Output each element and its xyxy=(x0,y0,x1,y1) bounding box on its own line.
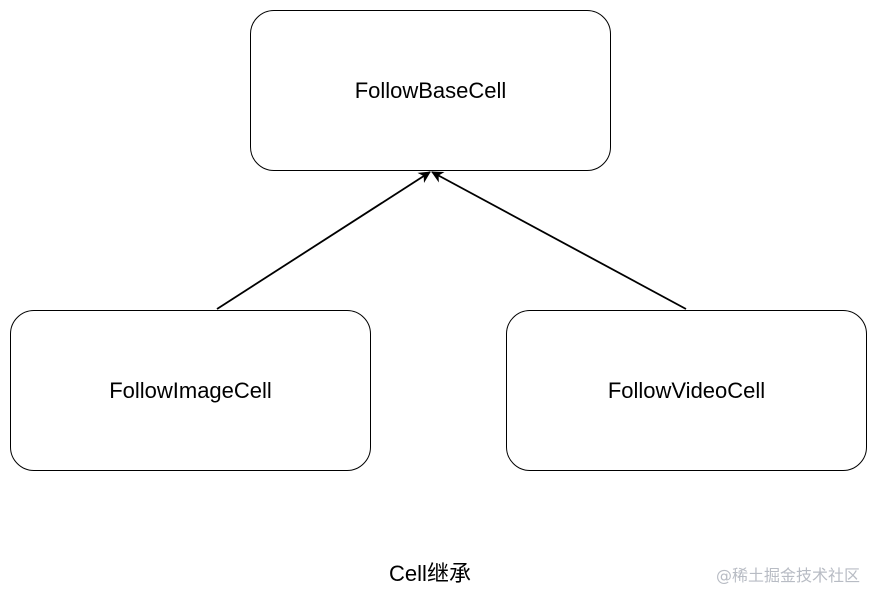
follow-video-cell-node: FollowVideoCell xyxy=(506,310,867,471)
edge-video-to-base xyxy=(431,171,687,310)
follow-video-cell-label: FollowVideoCell xyxy=(607,377,766,403)
follow-image-cell-label: FollowImageCell xyxy=(109,377,272,403)
watermark: @稀土掘金技术社区 xyxy=(715,566,860,585)
follow-base-cell-label: FollowBaseCell xyxy=(354,77,507,103)
follow-image-cell-node: FollowImageCell xyxy=(10,310,371,471)
follow-base-cell-node: FollowBaseCell xyxy=(250,10,611,171)
edge-image-to-base xyxy=(216,171,431,310)
diagram-caption: Cell继承 xyxy=(389,561,471,586)
